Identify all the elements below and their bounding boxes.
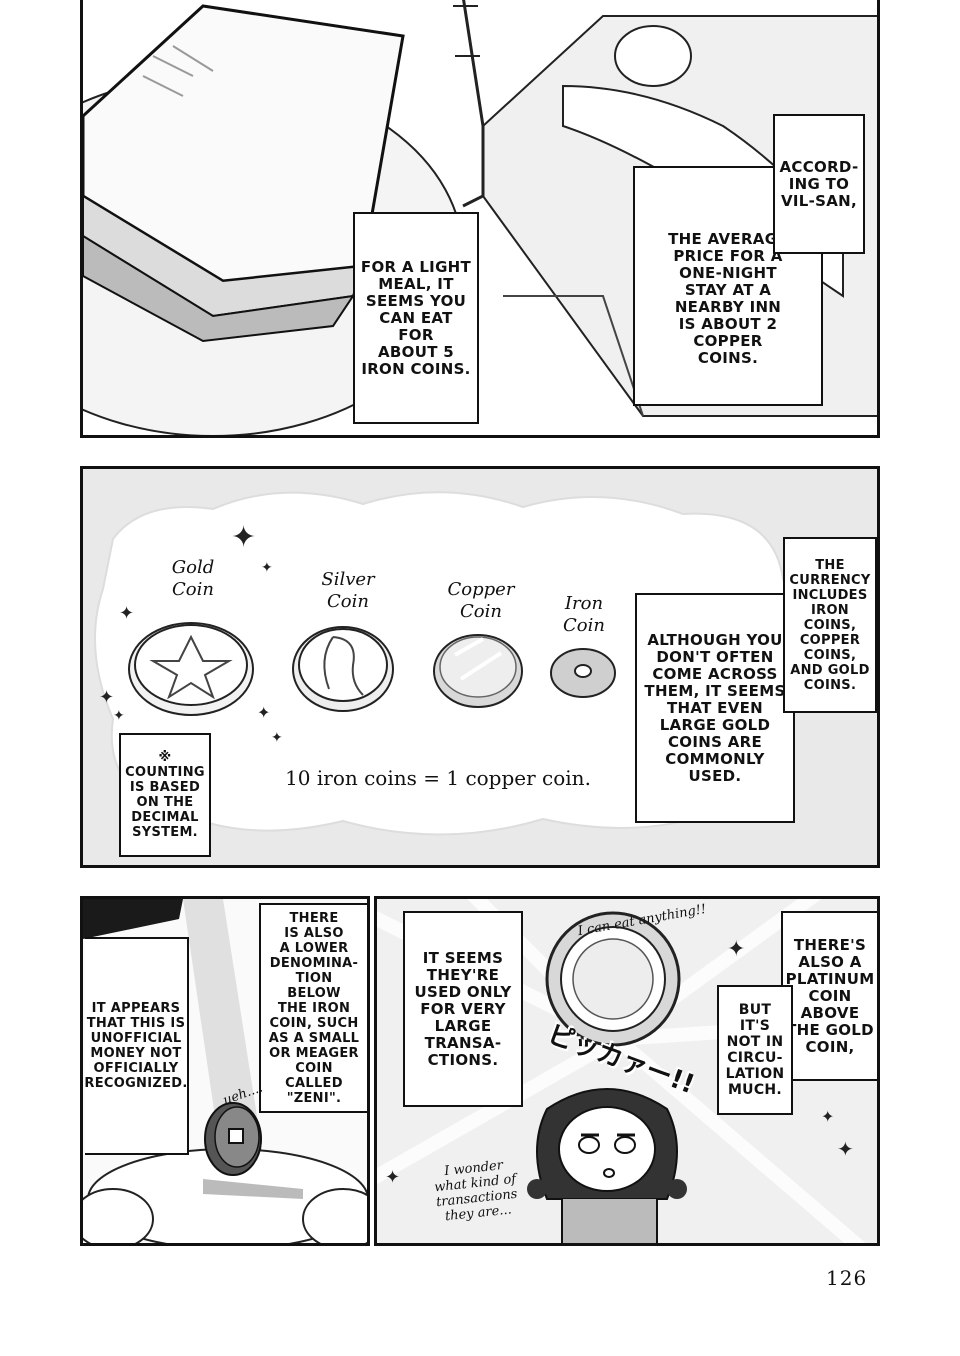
copper-coin-label: Copper Coin — [447, 579, 515, 622]
caption-currency: THE CURRENCY INCLUDES IRON COINS, COPPER… — [783, 537, 877, 713]
iron-coin-icon — [550, 648, 616, 698]
sparkle-icon: ✦ — [837, 1137, 854, 1161]
caption-unofficial: IT APPEARS THAT THIS IS UNOFFICIAL MONEY… — [84, 937, 189, 1155]
sparkle-icon: ✦ — [257, 703, 271, 722]
sparkle-icon: ✦ — [119, 603, 135, 624]
panel-2: ✦ ✦ ✦ ✦ ✦ ✦ ✦ Gold Coin Silver Coin Copp… — [80, 466, 880, 868]
chibi-character — [527, 1088, 687, 1243]
caption-zeni: THERE IS ALSO A LOWER DENOMINA- TION BEL… — [259, 903, 367, 1113]
sparkle-icon: ✦ — [231, 520, 257, 555]
caption-gold-coins: ALTHOUGH YOU DON'T OFTEN COME ACROSS THE… — [635, 593, 795, 823]
page-number: 126 — [826, 1266, 868, 1290]
platinum-coin-icon — [545, 911, 681, 1047]
decimal-note: ※ COUNTING IS BASED ON THE DECIMAL SYSTE… — [119, 733, 211, 857]
zeni-coin-icon — [204, 1102, 262, 1176]
caption-according: ACCORD- ING TO VIL-SAN, — [773, 114, 865, 254]
sparkle-icon: ✦ — [99, 687, 115, 708]
iron-coin-label: Iron Coin — [563, 593, 605, 636]
sparkle-icon: ✦ — [261, 560, 273, 576]
gold-coin-icon — [128, 622, 254, 716]
panel-4: ✦ ✦ ✦ ✦ IT SEEMS THEY'RE USED ONLY FOR V… — [374, 896, 880, 1246]
panel-1: FOR A LIGHT MEAL, IT SEEMS YOU CAN EAT F… — [80, 0, 880, 438]
panel-3: IT APPEARS THAT THIS IS UNOFFICIAL MONEY… — [80, 896, 370, 1246]
caption-not-circulation: BUT IT'S NOT IN CIRCU- LATION MUCH. — [717, 985, 793, 1115]
silver-coin-icon — [292, 626, 394, 712]
sparkle-icon: ✦ — [727, 937, 746, 962]
sparkle-icon: ✦ — [821, 1107, 835, 1126]
caption-light-meal: FOR A LIGHT MEAL, IT SEEMS YOU CAN EAT F… — [353, 212, 479, 424]
coin-equation: 10 iron coins = 1 copper coin. — [285, 766, 591, 790]
caption-transactions: IT SEEMS THEY'RE USED ONLY FOR VERY LARG… — [403, 911, 523, 1107]
copper-coin-icon — [433, 634, 523, 708]
sparkle-icon: ✦ — [385, 1167, 401, 1188]
silver-coin-label: Silver Coin — [321, 569, 375, 612]
caption-platinum: THERE'S ALSO A PLATINUM COIN ABOVE THE G… — [781, 911, 877, 1081]
gold-coin-label: Gold Coin — [171, 557, 215, 600]
sparkle-icon: ✦ — [271, 730, 283, 746]
thought-text: I wonder what kind of transactions they … — [433, 1158, 519, 1225]
sparkle-icon: ✦ — [113, 708, 125, 724]
